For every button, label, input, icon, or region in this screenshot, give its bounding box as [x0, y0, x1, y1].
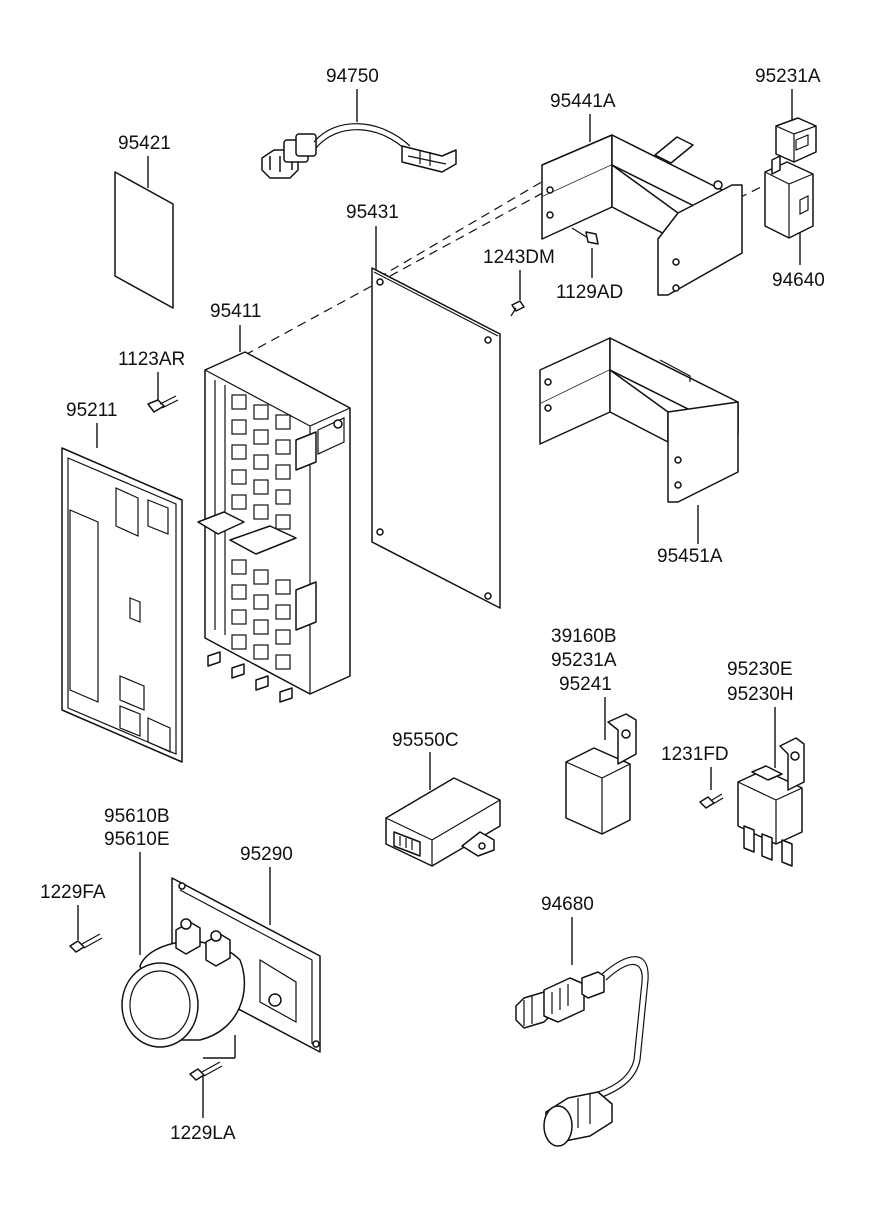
- label-95290: 95290: [240, 844, 293, 865]
- label-95421: 95421: [118, 133, 171, 154]
- label-95431: 95431: [346, 202, 399, 223]
- fuse-box-95411: [197, 351, 351, 703]
- label-1231FD: 1231FD: [661, 744, 729, 765]
- horn-95610B: [121, 918, 246, 1048]
- label-1129AD: 1129AD: [556, 282, 623, 303]
- control-module-95550C: [385, 777, 501, 867]
- bracket-95441A: [541, 134, 743, 296]
- label-1229FA: 1229FA: [40, 882, 106, 903]
- gasket-95211: [61, 447, 183, 763]
- bracket-95451A: [539, 337, 739, 503]
- label-95441A: 95441A: [550, 91, 616, 112]
- label-95550C: 95550C: [392, 730, 459, 751]
- label-39160B: 39160B: [551, 626, 617, 647]
- label-1229LA: 1229LA: [170, 1123, 236, 1144]
- relay-95230E: [737, 737, 805, 867]
- plate-bracket-95290: [171, 877, 321, 1053]
- relay-95241: [565, 713, 637, 835]
- label-95230E: 95230E: [727, 659, 793, 680]
- screw-1229FA: [69, 933, 103, 953]
- cover-plate-95431: [371, 267, 501, 609]
- label-94750: 94750: [326, 66, 379, 87]
- relay-94640: [764, 155, 814, 239]
- screw-1129AD: [571, 227, 599, 245]
- label-95610E: 95610E: [104, 829, 170, 850]
- label-95451A: 95451A: [657, 546, 723, 567]
- screw-1123AR: [147, 395, 179, 413]
- leader-lines: [77, 89, 801, 1118]
- label-94640: 94640: [772, 270, 825, 291]
- label-95231A-top: 95231A: [755, 66, 821, 87]
- sensor-94750: [261, 123, 457, 179]
- label-94680: 94680: [541, 894, 594, 915]
- label-95230H: 95230H: [727, 684, 794, 705]
- label-95241: 95241: [559, 674, 612, 695]
- screw-1229LA: [189, 1061, 223, 1081]
- label-1243DM: 1243DM: [483, 247, 555, 268]
- label-1123AR: 1123AR: [118, 349, 185, 370]
- label-95411: 95411: [210, 301, 261, 322]
- screw-1231FD: [699, 793, 724, 809]
- label-95211: 95211: [66, 400, 117, 421]
- label-95231A-mid: 95231A: [551, 650, 617, 671]
- screw-1243DM: [510, 300, 525, 317]
- label-95610B: 95610B: [104, 806, 170, 827]
- sensor-94680: [515, 956, 649, 1147]
- label-card-95421: [114, 171, 174, 309]
- relay-95231A-top: [775, 117, 817, 163]
